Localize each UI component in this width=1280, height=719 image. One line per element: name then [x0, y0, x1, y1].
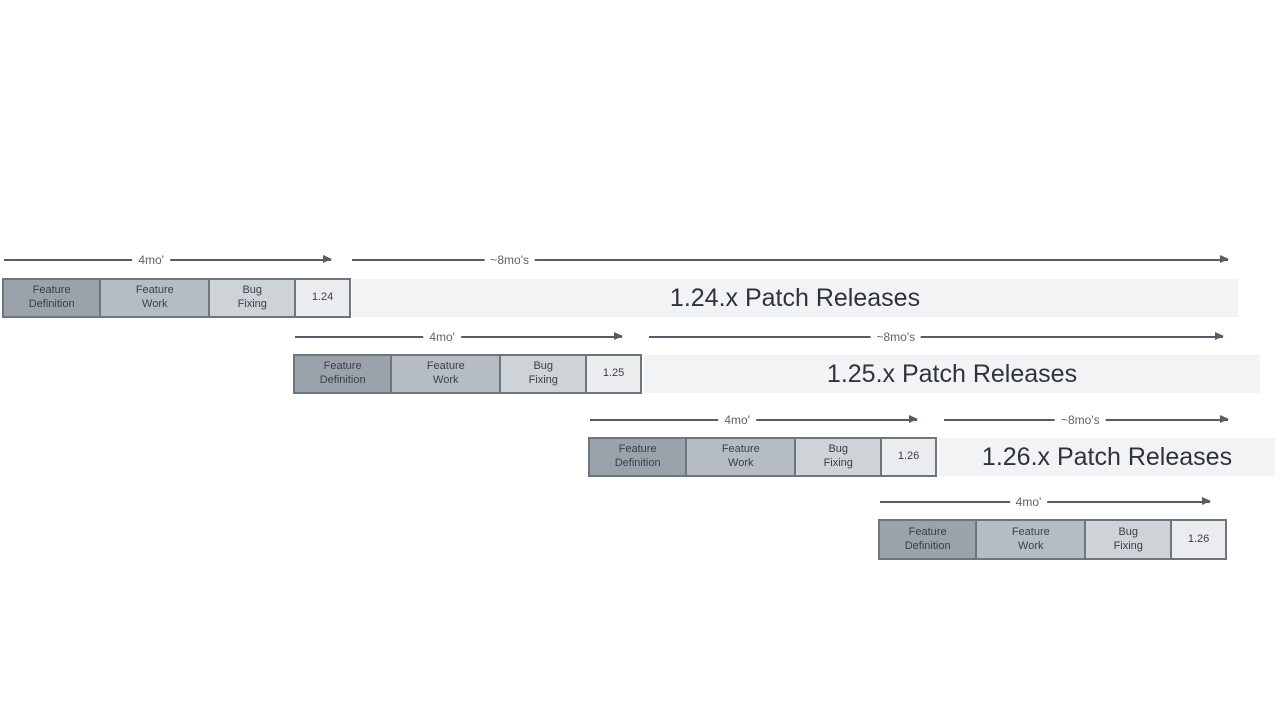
version-box: 1.26 [1172, 521, 1225, 558]
patch-duration-arrow: ~8mo's [352, 253, 1229, 267]
dev-duration-arrow: 4mo' [4, 253, 332, 267]
arrow-head-icon [909, 415, 918, 423]
patch-releases-label: 1.24.x Patch Releases [669, 283, 921, 312]
patch-releases-label: 1.26.x Patch Releases [981, 442, 1233, 471]
release-cycle-box: Feature Definition Feature Work Bug Fixi… [878, 519, 1227, 560]
arrow-head-icon [323, 255, 332, 263]
phase-feature-definition: Feature Definition [880, 521, 978, 558]
dev-duration-arrow: 4mo' [295, 330, 623, 344]
arrow-head-icon [1202, 497, 1211, 505]
patch-duration-label: ~8mo's [484, 253, 535, 267]
release-cycle-box: Feature Definition Feature Work Bug Fixi… [293, 354, 642, 394]
arrow-head-icon [1220, 415, 1229, 423]
phase-feature-work: Feature Work [101, 280, 211, 316]
phase-bug-fixing: Bug Fixing [210, 280, 297, 316]
patch-releases-label: 1.25.x Patch Releases [826, 359, 1078, 388]
phase-bug-fixing: Bug Fixing [1086, 521, 1173, 558]
patch-duration-label: ~8mo's [870, 330, 922, 344]
dev-duration-label: 4mo' [132, 253, 170, 267]
phase-feature-definition: Feature Definition [4, 280, 102, 316]
patch-releases-bar: 1.25.x Patch Releases [644, 355, 1260, 393]
patch-duration-label: ~8mo's [1054, 413, 1106, 427]
dev-duration-label: 4mo' [423, 330, 461, 344]
patch-releases-bar: 1.24.x Patch Releases [352, 279, 1238, 317]
dev-duration-label: 4mo' [718, 413, 756, 427]
phase-feature-definition: Feature Definition [295, 356, 393, 392]
arrow-line [352, 259, 1228, 261]
arrow-line [649, 336, 1223, 338]
dev-duration-arrow: 4mo' [590, 413, 918, 427]
phase-feature-work: Feature Work [392, 356, 502, 392]
version-box: 1.24 [296, 280, 349, 316]
version-box: 1.26 [882, 439, 935, 475]
arrow-head-icon [614, 332, 623, 340]
phase-feature-work: Feature Work [977, 521, 1087, 558]
patch-duration-arrow: ~8mo's [944, 413, 1229, 427]
phase-feature-definition: Feature Definition [590, 439, 688, 475]
arrow-head-icon [1215, 332, 1224, 340]
arrow-head-icon [1220, 255, 1229, 263]
phase-bug-fixing: Bug Fixing [501, 356, 588, 392]
phase-bug-fixing: Bug Fixing [796, 439, 883, 475]
release-cycle-box: Feature Definition Feature Work Bug Fixi… [588, 437, 937, 477]
dev-duration-label: 4mo' [1009, 495, 1048, 509]
version-box: 1.25 [587, 356, 640, 392]
release-cycle-box: Feature Definition Feature Work Bug Fixi… [2, 278, 351, 318]
dev-duration-arrow: 4mo' [880, 495, 1211, 509]
patch-releases-bar: 1.26.x Patch Releases [939, 438, 1275, 476]
phase-feature-work: Feature Work [687, 439, 797, 475]
patch-duration-arrow: ~8mo's [649, 330, 1224, 344]
